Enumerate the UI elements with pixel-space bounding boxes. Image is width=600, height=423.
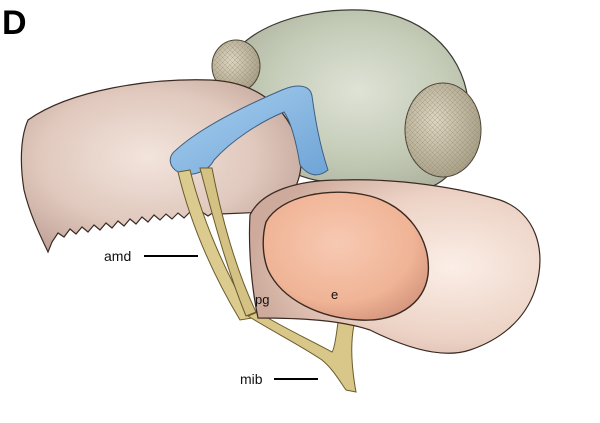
- yellow-ligaments: [177, 167, 357, 393]
- compound-eye-right: [404, 82, 482, 178]
- label-amd: amd: [104, 248, 131, 264]
- galea: [262, 191, 430, 321]
- label-e: e: [331, 287, 338, 302]
- label-pg: pg: [255, 292, 269, 307]
- panel-letter: D: [2, 4, 27, 42]
- label-mib: mib: [240, 371, 263, 387]
- blue-structure: [169, 85, 329, 176]
- compound-eye-left: [211, 39, 261, 93]
